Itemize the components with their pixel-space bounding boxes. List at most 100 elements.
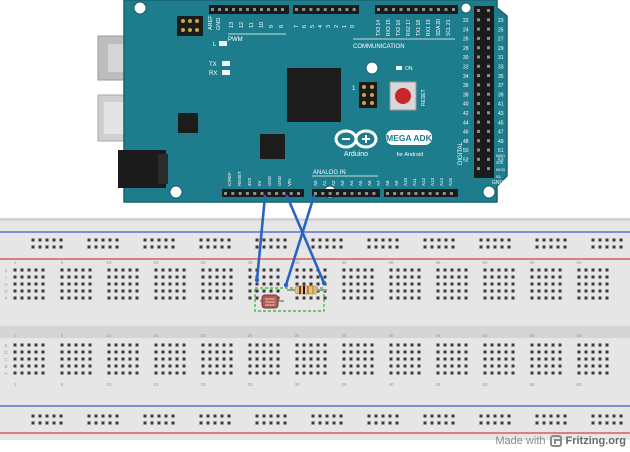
breadboard-hole[interactable] bbox=[67, 364, 71, 368]
header-pin[interactable] bbox=[282, 192, 286, 195]
breadboard-hole[interactable] bbox=[316, 357, 320, 361]
breadboard-hole[interactable] bbox=[464, 282, 468, 286]
breadboard-hole[interactable] bbox=[605, 282, 609, 286]
breadboard-hole[interactable] bbox=[168, 275, 172, 279]
breadboard-hole[interactable] bbox=[511, 296, 515, 300]
rail-hole[interactable] bbox=[318, 414, 322, 418]
breadboard-hole[interactable] bbox=[302, 343, 306, 347]
breadboard-hole[interactable] bbox=[114, 357, 118, 361]
rail-hole[interactable] bbox=[318, 238, 322, 242]
rail-hole[interactable] bbox=[87, 238, 91, 242]
rail-hole[interactable] bbox=[430, 238, 434, 242]
rail-hole[interactable] bbox=[150, 414, 154, 418]
breadboard-hole[interactable] bbox=[269, 343, 273, 347]
breadboard-hole[interactable] bbox=[60, 268, 64, 272]
breadboard-hole[interactable] bbox=[135, 343, 139, 347]
header-pin[interactable] bbox=[477, 55, 480, 59]
rail-hole[interactable] bbox=[395, 421, 399, 425]
rail-hole[interactable] bbox=[563, 238, 567, 242]
breadboard-hole[interactable] bbox=[41, 275, 45, 279]
breadboard-hole[interactable] bbox=[417, 357, 421, 361]
rail-hole[interactable] bbox=[563, 414, 567, 418]
breadboard-hole[interactable] bbox=[323, 268, 327, 272]
rail-hole[interactable] bbox=[213, 421, 217, 425]
rail-hole[interactable] bbox=[395, 245, 399, 249]
header-pin[interactable] bbox=[487, 120, 490, 124]
breadboard-hole[interactable] bbox=[417, 275, 421, 279]
rail-hole[interactable] bbox=[101, 421, 105, 425]
header-pin[interactable] bbox=[487, 92, 490, 96]
breadboard-hole[interactable] bbox=[135, 371, 139, 375]
breadboard-hole[interactable] bbox=[483, 275, 487, 279]
breadboard-hole[interactable] bbox=[403, 371, 407, 375]
header-pin[interactable] bbox=[487, 36, 490, 40]
rail-hole[interactable] bbox=[367, 414, 371, 418]
breadboard-hole[interactable] bbox=[34, 268, 38, 272]
breadboard-hole[interactable] bbox=[309, 268, 313, 272]
breadboard-hole[interactable] bbox=[175, 343, 179, 347]
breadboard-hole[interactable] bbox=[497, 357, 501, 361]
breadboard-hole[interactable] bbox=[41, 357, 45, 361]
rail-hole[interactable] bbox=[171, 421, 175, 425]
breadboard-hole[interactable] bbox=[577, 371, 581, 375]
rail-hole[interactable] bbox=[262, 238, 266, 242]
breadboard-hole[interactable] bbox=[530, 364, 534, 368]
breadboard-hole[interactable] bbox=[443, 357, 447, 361]
header-pin[interactable] bbox=[323, 8, 327, 11]
breadboard-hole[interactable] bbox=[497, 268, 501, 272]
breadboard-hole[interactable] bbox=[309, 350, 313, 354]
breadboard-hole[interactable] bbox=[605, 296, 609, 300]
breadboard-hole[interactable] bbox=[483, 350, 487, 354]
breadboard-hole[interactable] bbox=[135, 289, 139, 293]
breadboard-hole[interactable] bbox=[215, 371, 219, 375]
rail-hole[interactable] bbox=[542, 245, 546, 249]
rail-hole[interactable] bbox=[87, 245, 91, 249]
breadboard-hole[interactable] bbox=[497, 364, 501, 368]
breadboard-hole[interactable] bbox=[269, 275, 273, 279]
breadboard-hole[interactable] bbox=[27, 268, 31, 272]
header-pin[interactable] bbox=[435, 192, 439, 195]
rail-hole[interactable] bbox=[199, 238, 203, 242]
breadboard-hole[interactable] bbox=[201, 268, 205, 272]
rail-hole[interactable] bbox=[31, 421, 35, 425]
breadboard-hole[interactable] bbox=[262, 282, 266, 286]
breadboard-hole[interactable] bbox=[309, 282, 313, 286]
breadboard-hole[interactable] bbox=[530, 289, 534, 293]
breadboard-hole[interactable] bbox=[591, 364, 595, 368]
breadboard-hole[interactable] bbox=[222, 282, 226, 286]
rail-hole[interactable] bbox=[591, 245, 595, 249]
breadboard-hole[interactable] bbox=[81, 282, 85, 286]
rail-hole[interactable] bbox=[276, 414, 280, 418]
breadboard-hole[interactable] bbox=[577, 268, 581, 272]
rail-hole[interactable] bbox=[339, 414, 343, 418]
breadboard-hole[interactable] bbox=[591, 275, 595, 279]
breadboard-hole[interactable] bbox=[60, 289, 64, 293]
breadboard-hole[interactable] bbox=[295, 364, 299, 368]
header-pin[interactable] bbox=[487, 139, 490, 143]
breadboard-hole[interactable] bbox=[27, 343, 31, 347]
rail-hole[interactable] bbox=[591, 238, 595, 242]
breadboard-hole[interactable] bbox=[316, 296, 320, 300]
header-pin[interactable] bbox=[477, 74, 480, 78]
rail-hole[interactable] bbox=[381, 421, 385, 425]
breadboard-hole[interactable] bbox=[457, 343, 461, 347]
breadboard-hole[interactable] bbox=[370, 371, 374, 375]
breadboard-hole[interactable] bbox=[215, 275, 219, 279]
header-digital-right[interactable] bbox=[474, 6, 494, 178]
rail-hole[interactable] bbox=[388, 414, 392, 418]
header-pin[interactable] bbox=[211, 8, 214, 11]
breadboard-hole[interactable] bbox=[544, 296, 548, 300]
rail-hole[interactable] bbox=[108, 245, 112, 249]
rail-hole[interactable] bbox=[143, 238, 147, 242]
rail-hole[interactable] bbox=[38, 238, 42, 242]
breadboard-hole[interactable] bbox=[175, 282, 179, 286]
breadboard-hole[interactable] bbox=[255, 371, 259, 375]
breadboard-hole[interactable] bbox=[530, 296, 534, 300]
breadboard-hole[interactable] bbox=[457, 350, 461, 354]
breadboard-hole[interactable] bbox=[464, 268, 468, 272]
breadboard-hole[interactable] bbox=[316, 364, 320, 368]
breadboard-hole[interactable] bbox=[490, 275, 494, 279]
breadboard-hole[interactable] bbox=[403, 364, 407, 368]
breadboard-hole[interactable] bbox=[537, 371, 541, 375]
breadboard-hole[interactable] bbox=[483, 289, 487, 293]
